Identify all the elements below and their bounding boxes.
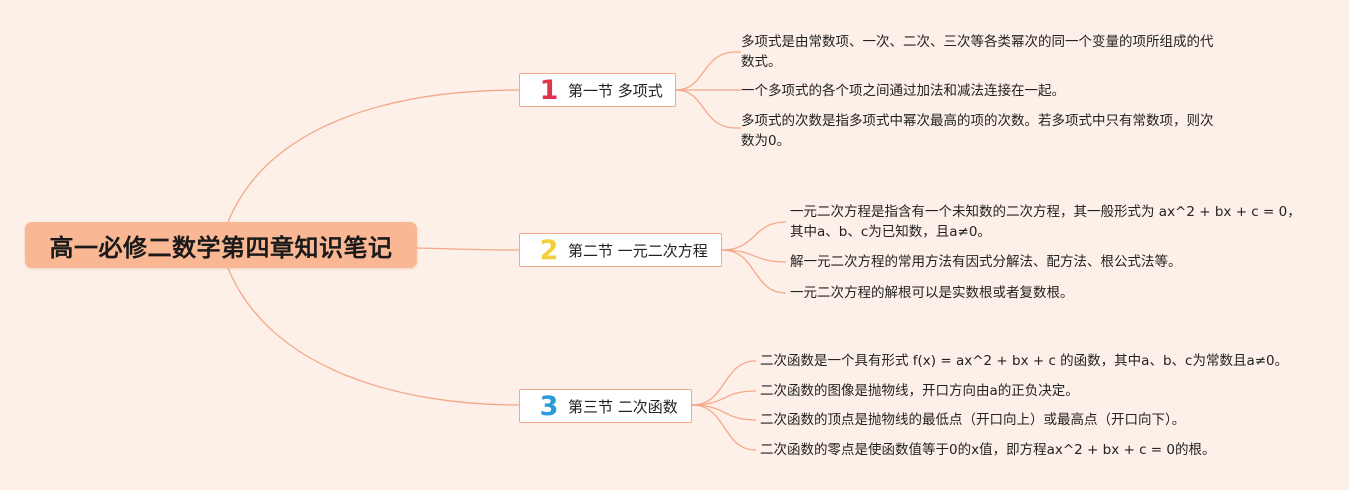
leaf-1-1-line-1: 多项式是由常数项、一次、二次、三次等各类幂次的同一个变量的项所组成的代: [741, 34, 1214, 50]
leaf-1-3-line-2: 数为0。: [741, 133, 791, 149]
connector-section-1-leaf-3: [675, 89, 737, 129]
connector-section-1-leaf-1: [675, 51, 737, 91]
connector-section-2-leaf-2: [721, 249, 787, 263]
leaf-2-3-line-1: 一元二次方程的解根可以是实数根或者复数根。: [790, 285, 1074, 301]
number-2-icon: 2: [539, 234, 559, 266]
connector-section-3-leaf-2: [691, 390, 757, 406]
leaf-1-3[interactable]: 多项式的次数是指多项式中幂次最高的项的次数。若多项式中只有常数项，则次 数为0。: [741, 111, 1214, 151]
leaf-3-1[interactable]: 二次函数是一个具有形式 f(x) = ax^2 + bx + c 的函数，其中a…: [760, 351, 1288, 371]
connector-section-2-leaf-1: [721, 221, 787, 251]
section-1-node[interactable]: 1 第一节 多项式: [519, 73, 676, 107]
connector-root-section-2: [416, 247, 520, 251]
leaf-3-3[interactable]: 二次函数的顶点是抛物线的最低点（开口向上）或最高点（开口向下）。: [760, 410, 1185, 430]
section-1-title: 第一节 多项式: [568, 81, 663, 100]
root-topic[interactable]: 高一必修二数学第四章知识笔记: [25, 222, 417, 268]
leaf-3-4[interactable]: 二次函数的零点是使函数值等于0的x值，即方程ax^2 + bx + c = 0的…: [760, 440, 1216, 460]
connector-section-3-leaf-1: [691, 360, 757, 406]
leaf-1-3-line-1: 多项式的次数是指多项式中幂次最高的项的次数。若多项式中只有常数项，则次: [741, 113, 1214, 129]
section-2-title: 第二节 一元二次方程: [568, 241, 708, 260]
connector-section-2-leaf-3: [721, 249, 787, 294]
leaf-2-2-line-1: 解一元二次方程的常用方法有因式分解法、配方法、根公式法等。: [790, 254, 1182, 270]
number-3-icon: 3: [539, 390, 559, 422]
section-3-title: 第三节 二次函数: [568, 397, 678, 416]
leaf-2-1-line-1: 一元二次方程是指含有一个未知数的二次方程，其一般形式为 ax^2 + bx + …: [790, 204, 1301, 220]
leaf-2-1-line-2: 其中a、b、c为已知数，且a≠0。: [790, 224, 991, 240]
leaf-2-1[interactable]: 一元二次方程是指含有一个未知数的二次方程，其一般形式为 ax^2 + bx + …: [790, 202, 1301, 242]
root-title: 高一必修二数学第四章知识笔记: [49, 233, 393, 262]
connector-section-3-leaf-4: [691, 404, 757, 451]
leaf-3-1-line-1: 二次函数是一个具有形式 f(x) = ax^2 + bx + c 的函数，其中a…: [760, 353, 1289, 369]
leaf-2-3[interactable]: 一元二次方程的解根可以是实数根或者复数根。: [790, 283, 1074, 303]
connector-root-section-3: [227, 267, 520, 406]
leaf-3-2[interactable]: 二次函数的图像是抛物线，开口方向由a的正负决定。: [760, 381, 1079, 401]
leaf-1-2[interactable]: 一个多项式的各个项之间通过加法和减法连接在一起。: [741, 81, 1065, 101]
leaf-3-3-line-1: 二次函数的顶点是抛物线的最低点（开口向上）或最高点（开口向下）。: [760, 412, 1186, 428]
leaf-2-2[interactable]: 解一元二次方程的常用方法有因式分解法、配方法、根公式法等。: [790, 252, 1182, 272]
leaf-3-2-line-1: 二次函数的图像是抛物线，开口方向由a的正负决定。: [760, 383, 1079, 399]
connector-root-section-1: [227, 89, 520, 223]
leaf-1-2-line-1: 一个多项式的各个项之间通过加法和减法连接在一起。: [741, 83, 1065, 99]
section-2-node[interactable]: 2 第二节 一元二次方程: [519, 233, 722, 267]
leaf-1-1-line-2: 数式。: [741, 54, 782, 70]
section-3-node[interactable]: 3 第三节 二次函数: [519, 389, 692, 423]
leaf-3-4-line-1: 二次函数的零点是使函数值等于0的x值，即方程ax^2 + bx + c = 0的…: [760, 442, 1216, 458]
number-1-icon: 1: [539, 74, 559, 106]
leaf-1-1[interactable]: 多项式是由常数项、一次、二次、三次等各类幂次的同一个变量的项所组成的代 数式。: [741, 32, 1214, 72]
connector-section-3-leaf-3: [691, 404, 757, 421]
